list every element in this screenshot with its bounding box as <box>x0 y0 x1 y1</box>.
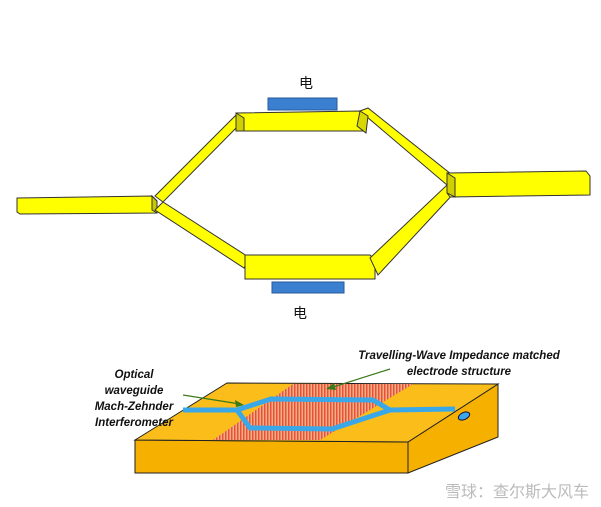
diag-ll <box>154 201 251 269</box>
top-bar <box>235 110 366 132</box>
electrode-bottom-label: 电 <box>293 306 307 322</box>
electrode-top-label: 电 <box>299 76 313 92</box>
label-line: Travelling-Wave Impedance matched <box>358 350 560 362</box>
label-line: electrode structure <box>406 366 512 378</box>
fiber-port <box>457 411 471 421</box>
diag-ul <box>154 114 245 203</box>
optical-waveguide <box>183 396 456 413</box>
watermark: 雪球：查尔斯大风车 <box>444 482 589 501</box>
input-bar <box>16 195 158 215</box>
electrode-top <box>267 97 338 111</box>
arrow-electrode <box>329 368 391 389</box>
label-line: Mach-Zehnder <box>94 401 174 413</box>
output-bar <box>446 170 591 198</box>
label-line: Optical waveguide <box>104 369 164 397</box>
lithium-niobate-chip <box>133 368 500 474</box>
bottom-bar <box>244 254 376 280</box>
chip-front <box>134 439 409 474</box>
arrow-waveguide <box>182 394 241 405</box>
electrode-bottom <box>271 281 345 294</box>
top-mzi-waveguides <box>16 97 591 294</box>
waveguide-label: Optical waveguide Mach-Zehnder Interfero… <box>84 367 184 431</box>
diag-lr <box>369 184 456 276</box>
electrode-label: Travelling-Wave Impedance matched electr… <box>356 348 562 380</box>
diag-ur <box>359 107 457 186</box>
label-line: Interferometer <box>95 417 173 429</box>
